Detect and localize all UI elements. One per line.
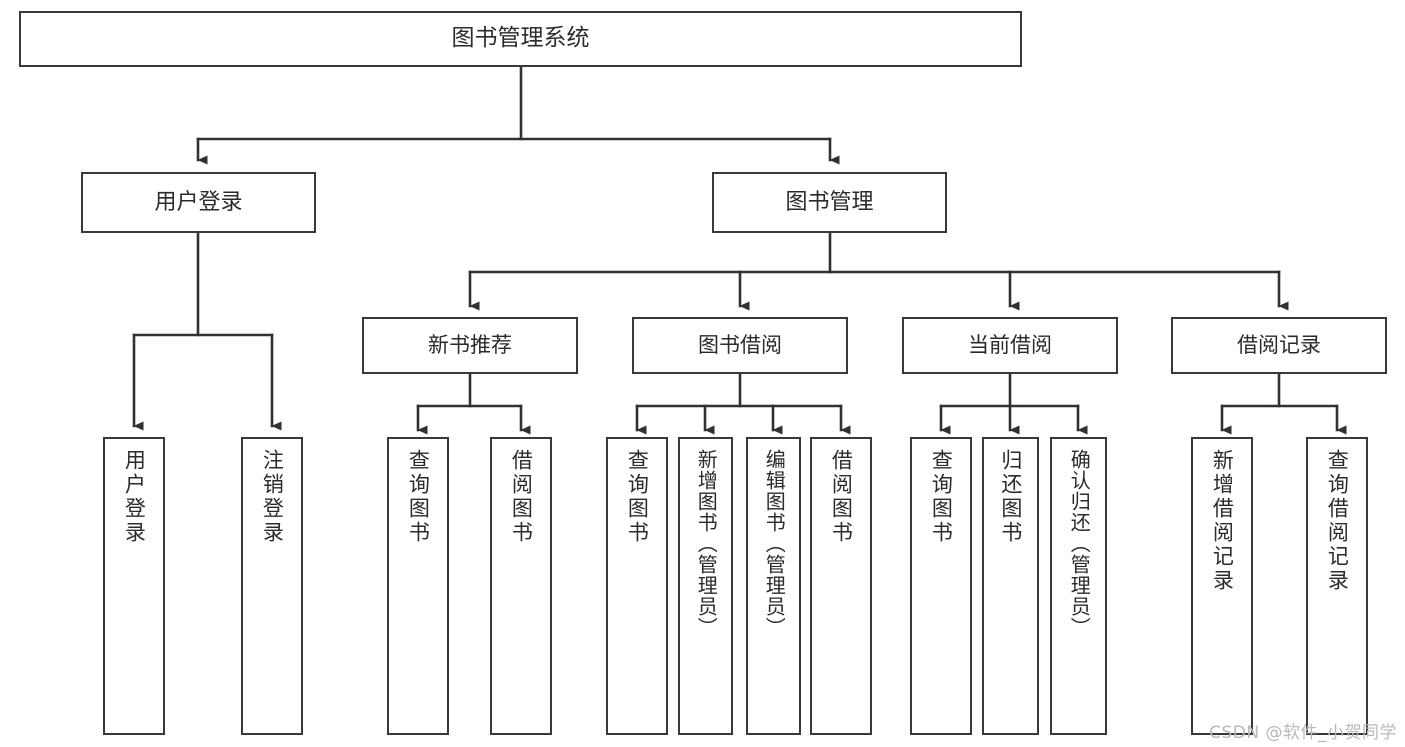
node-label: 查询借阅记录 — [1325, 449, 1350, 593]
leaf-borrow-record-add-record[interactable]: 新增借阅记录 — [1191, 437, 1253, 735]
watermark-text: CSDN @软件_小贺同学 — [1209, 723, 1397, 743]
leaf-book-borrow-query-book[interactable]: 查询图书 — [606, 437, 668, 735]
leaf-book-borrow-borrow-book[interactable]: 借阅图书 — [810, 437, 872, 735]
leaf-new-book-borrow-book[interactable]: 借阅图书 — [490, 437, 552, 735]
node-label: 图书管理系统 — [451, 25, 590, 52]
node-borrow-record[interactable]: 借阅记录 — [1171, 317, 1387, 374]
node-label: 新书推荐 — [428, 333, 512, 358]
node-book-management[interactable]: 图书管理 — [712, 172, 947, 233]
leaf-book-borrow-add-book-admin[interactable]: 新增图书（管理员） — [678, 437, 733, 735]
leaf-current-borrow-confirm-return-admin[interactable]: 确认归还（管理员） — [1050, 437, 1107, 735]
node-label: 用户登录 — [122, 449, 147, 545]
node-root-book-management-system[interactable]: 图书管理系统 — [19, 11, 1022, 67]
node-label: 查询图书 — [625, 449, 650, 545]
node-label: 借阅图书 — [509, 449, 534, 545]
node-label: 确认归还（管理员） — [1067, 449, 1092, 638]
node-label: 当前借阅 — [968, 333, 1052, 358]
leaf-current-borrow-query-book[interactable]: 查询图书 — [910, 437, 972, 735]
node-label: 新增借阅记录 — [1210, 449, 1235, 593]
leaf-current-borrow-return-book[interactable]: 归还图书 — [982, 437, 1039, 735]
node-label: 归还图书 — [998, 449, 1023, 545]
node-label: 借阅记录 — [1237, 333, 1321, 358]
node-new-book-recommend[interactable]: 新书推荐 — [362, 317, 578, 374]
node-label: 用户登录 — [154, 189, 243, 215]
leaf-user-login-logout[interactable]: 注销登录 — [241, 437, 303, 735]
leaf-new-book-query-book[interactable]: 查询图书 — [387, 437, 449, 735]
leaf-user-login-login[interactable]: 用户登录 — [103, 437, 165, 735]
node-user-login[interactable]: 用户登录 — [81, 172, 316, 233]
node-label: 注销登录 — [260, 449, 285, 545]
leaf-book-borrow-edit-book-admin[interactable]: 编辑图书（管理员） — [746, 437, 801, 735]
node-label: 图书管理 — [785, 189, 874, 215]
node-label: 编辑图书（管理员） — [762, 449, 787, 638]
node-label: 图书借阅 — [698, 333, 782, 358]
node-label: 查询图书 — [406, 449, 431, 545]
node-current-borrow[interactable]: 当前借阅 — [902, 317, 1118, 374]
leaf-borrow-record-query-record[interactable]: 查询借阅记录 — [1306, 437, 1368, 735]
node-book-borrow[interactable]: 图书借阅 — [632, 317, 848, 374]
node-label: 借阅图书 — [829, 449, 854, 545]
node-label: 查询图书 — [929, 449, 954, 545]
node-label: 新增图书（管理员） — [694, 449, 719, 638]
